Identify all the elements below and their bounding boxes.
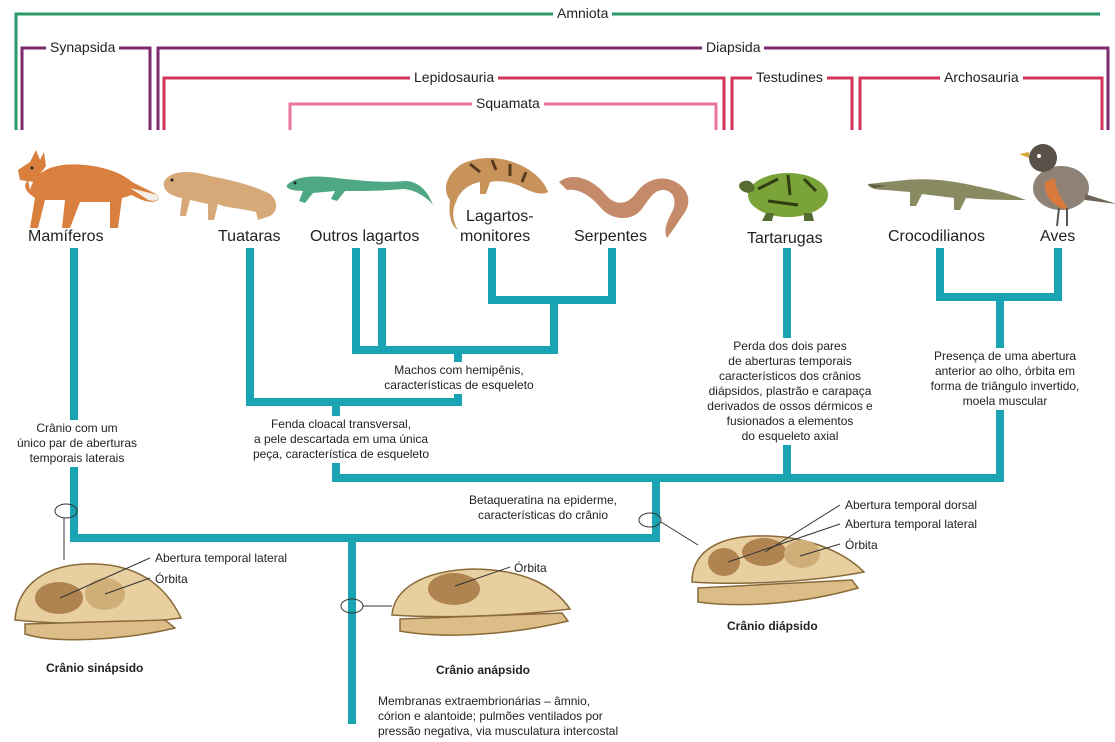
label-synapsid-opening: Abertura temporal lateral bbox=[155, 551, 287, 565]
character-synapsid-skull: Crânio com um único par de aberturas tem… bbox=[10, 420, 144, 467]
character-hemipenis: Machos com hemipênis, características de… bbox=[366, 362, 552, 394]
clade-label-archosauria: Archosauria bbox=[940, 69, 1023, 85]
character-betakeratin: Betaqueratina na epiderme, característic… bbox=[456, 492, 630, 524]
taxon-lagartos-monitores-line1: Lagartos- bbox=[466, 208, 534, 226]
tuatara-image bbox=[164, 172, 276, 220]
diapsid-skull bbox=[692, 536, 864, 605]
clade-label-amniota: Amniota bbox=[553, 5, 612, 21]
diapsida-bracket bbox=[158, 48, 1108, 130]
label-synapsid-orbit: Órbita bbox=[155, 572, 188, 586]
caption-anapsid-skull: Crânio anápsido bbox=[436, 663, 530, 677]
label-diapsid-lateral: Abertura temporal lateral bbox=[845, 517, 977, 531]
phylogeny-tree bbox=[74, 252, 1058, 720]
clade-label-testudines: Testudines bbox=[752, 69, 827, 85]
taxon-crocodilianos: Crocodilianos bbox=[888, 228, 985, 246]
taxon-tartarugas: Tartarugas bbox=[747, 230, 823, 248]
clade-label-synapsida: Synapsida bbox=[46, 39, 119, 55]
fox-image bbox=[18, 150, 159, 228]
anapsid-skull bbox=[392, 569, 570, 635]
taxon-outros-lagartos: Outros lagartos bbox=[310, 228, 419, 246]
testudines-bracket bbox=[732, 78, 852, 130]
taxon-aves: Aves bbox=[1040, 228, 1075, 246]
amniota-bracket bbox=[16, 14, 1100, 130]
taxon-tuataras: Tuataras bbox=[218, 228, 281, 246]
character-archosaur: Presença de uma abertura anterior ao olh… bbox=[920, 348, 1090, 410]
archosauria-bracket bbox=[860, 78, 1102, 130]
character-turtle: Perda dos dois pares de aberturas tempor… bbox=[692, 338, 888, 445]
turtle-image bbox=[739, 173, 828, 221]
character-cloacal: Fenda cloacal transversal, a pele descar… bbox=[240, 416, 442, 463]
taxon-lagartos-monitores-line2: monitores bbox=[460, 228, 530, 246]
label-diapsid-dorsal: Abertura temporal dorsal bbox=[845, 498, 977, 512]
label-anapsid-orbit: Órbita bbox=[514, 561, 547, 575]
taxon-serpentes: Serpentes bbox=[574, 228, 647, 246]
crocodile-image bbox=[868, 179, 1026, 210]
bird-image bbox=[1019, 144, 1115, 226]
caption-diapsid-skull: Crânio diápsido bbox=[727, 619, 818, 633]
caption-synapsid-skull: Crânio sinápsido bbox=[46, 661, 143, 675]
synapsida-bracket bbox=[22, 48, 150, 130]
label-diapsid-orbit: Órbita bbox=[845, 538, 878, 552]
taxon-mamiferos: Mamíferos bbox=[28, 228, 104, 246]
clade-label-squamata: Squamata bbox=[472, 95, 544, 111]
clade-label-lepidosauria: Lepidosauria bbox=[410, 69, 498, 85]
clade-label-diapsida: Diapsida bbox=[702, 39, 764, 55]
character-amniote: Membranas extraembrionárias – âmnio, cór… bbox=[378, 694, 618, 739]
lizard-image bbox=[287, 177, 433, 205]
